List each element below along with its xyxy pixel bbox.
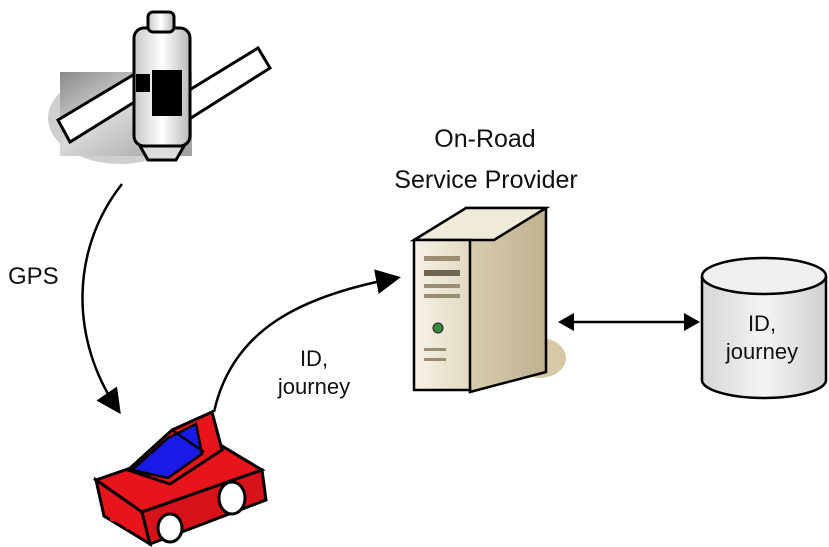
flow-label-line2: journey (277, 374, 351, 399)
service-provider-title-line1: On-Road (434, 125, 536, 153)
car-icon (92, 409, 268, 547)
flow-label-line1: ID, (299, 346, 329, 371)
database-icon (700, 256, 828, 400)
satellite-icon (48, 10, 273, 164)
database-label-line1: ID, (747, 311, 777, 336)
server-icon (409, 206, 566, 394)
gps-label: GPS (8, 263, 59, 290)
database-label-line2: journey (725, 339, 799, 364)
service-provider-title-line2: Service Provider (394, 166, 578, 194)
gps-arrow (81, 183, 123, 415)
car-to-server-arrow (212, 269, 401, 413)
